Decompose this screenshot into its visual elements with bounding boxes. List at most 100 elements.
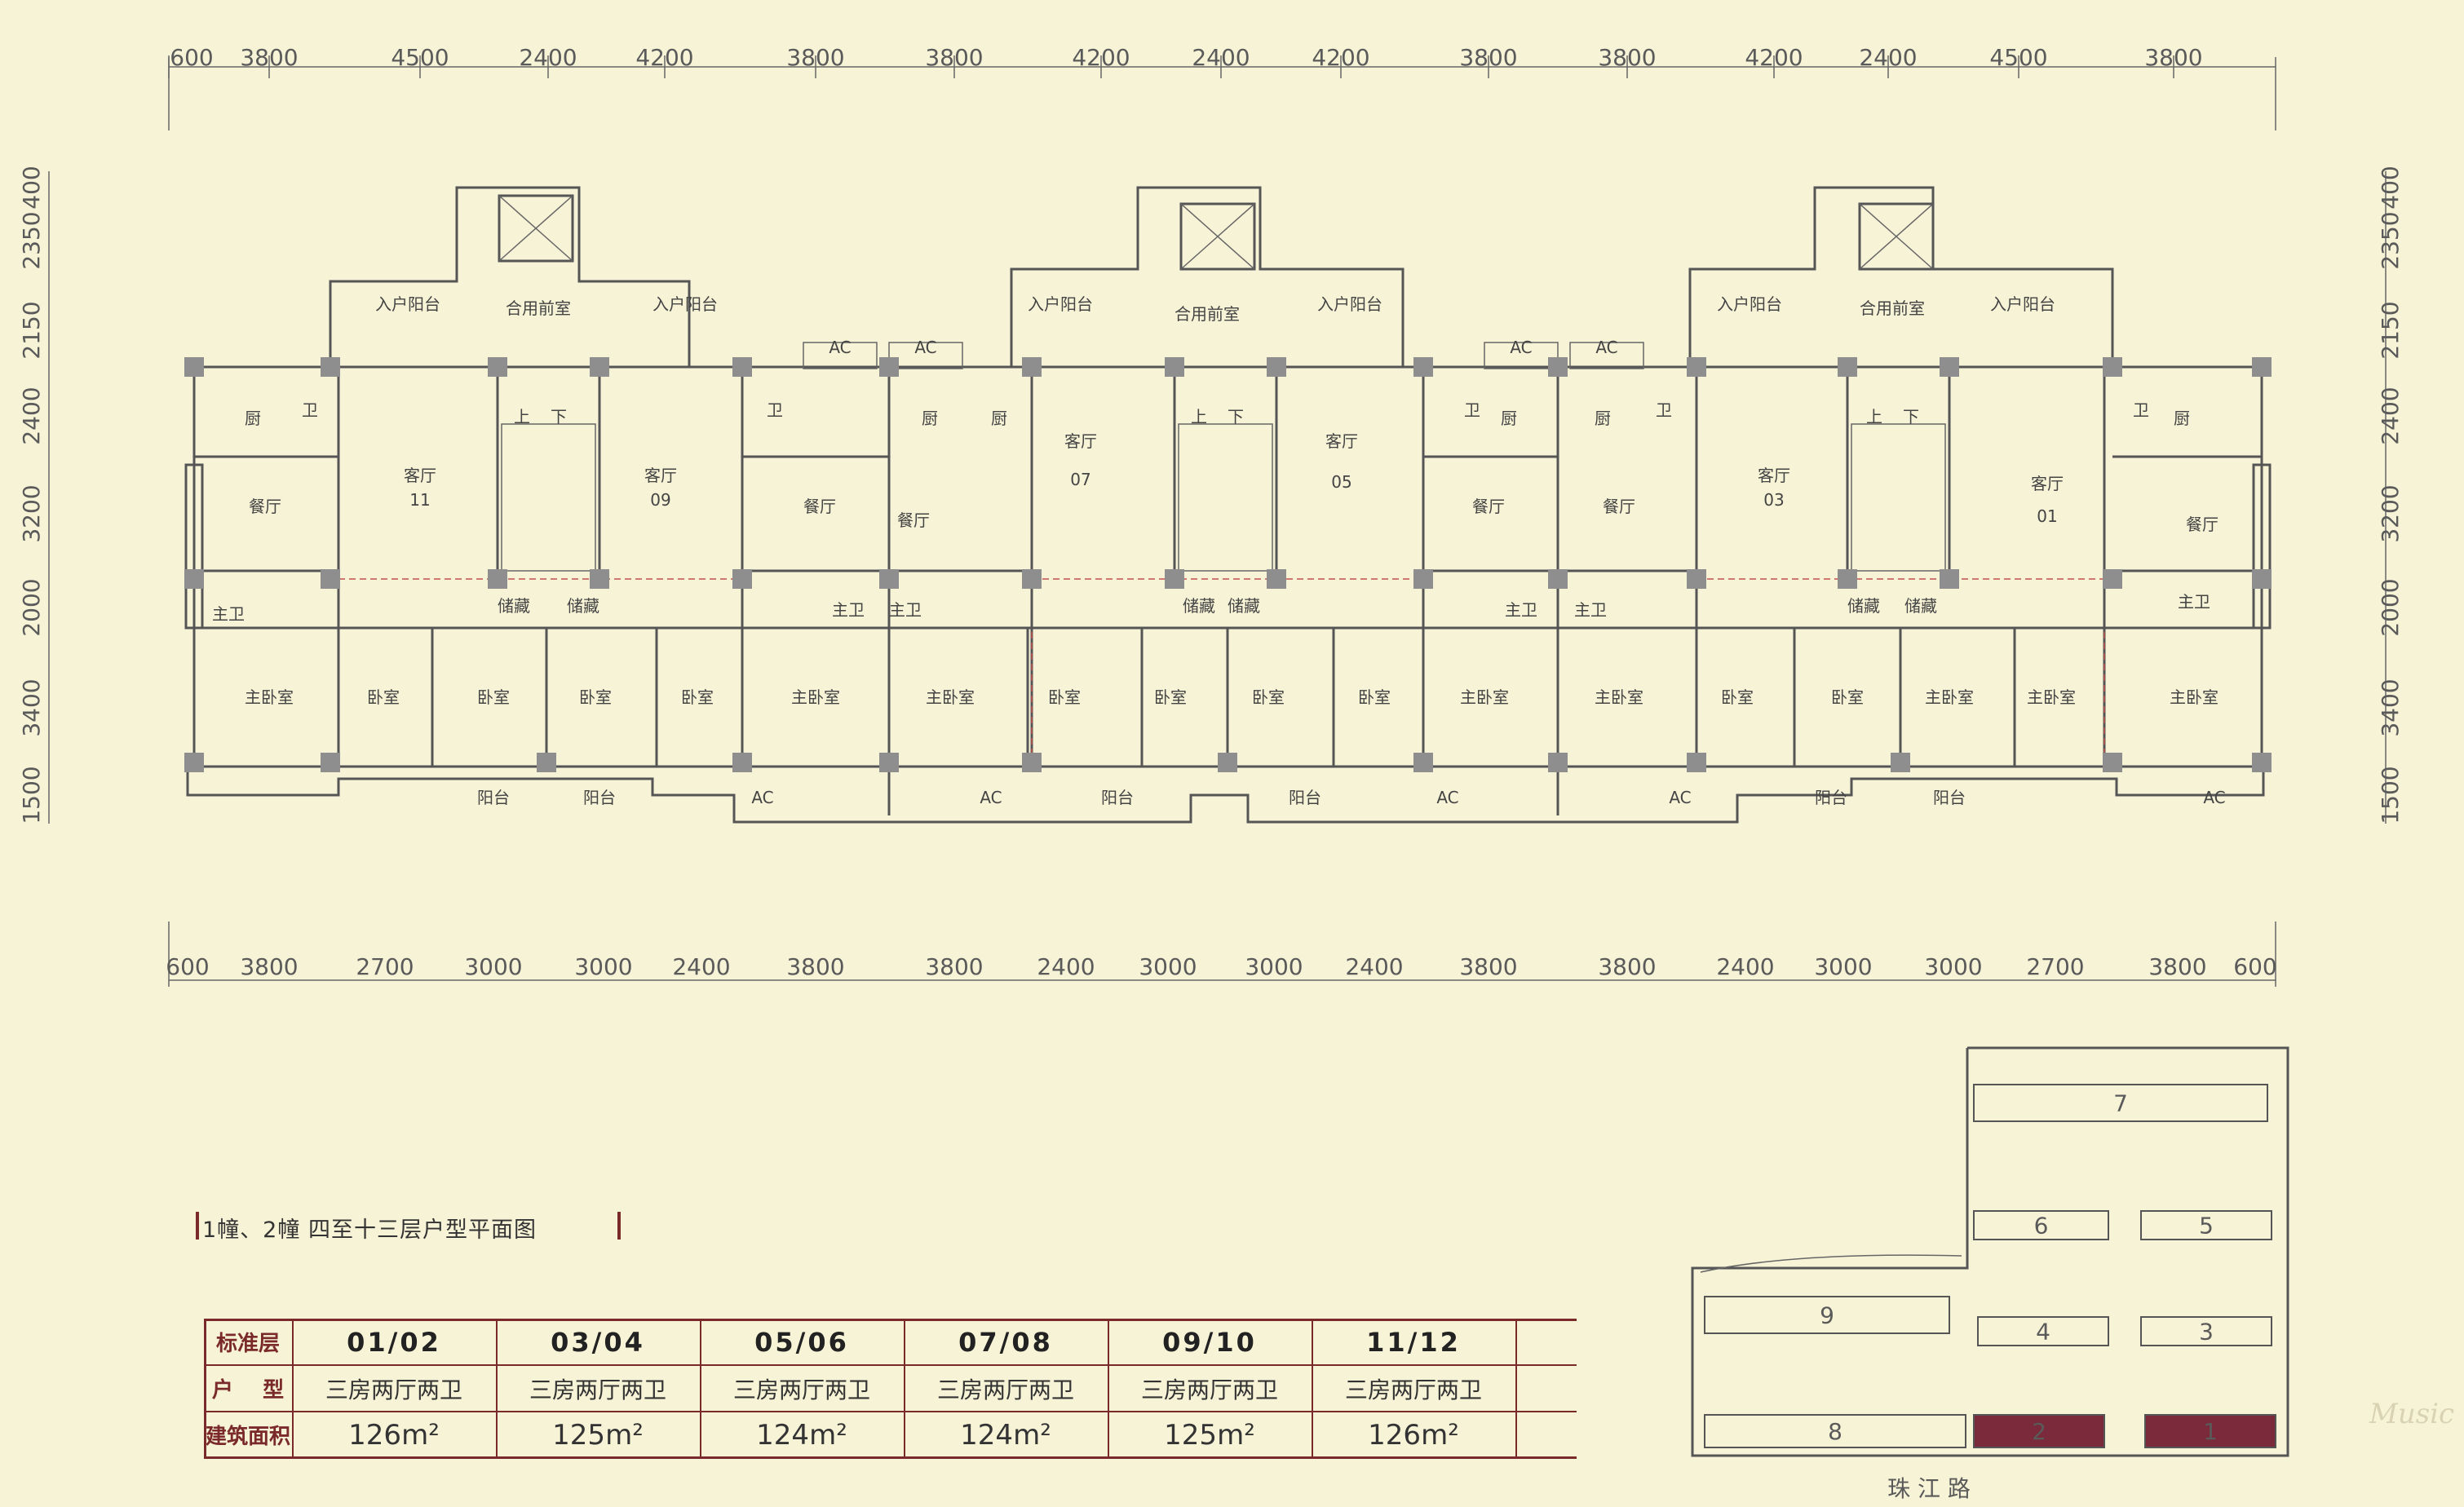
unit-table: 标准层 01/02 03/04 05/06 07/08 09/10 11/12 … bbox=[204, 1319, 1577, 1459]
table-row-type: 户 型 三房两厅两卫 三房两厅两卫 三房两厅两卫 三房两厅两卫 三房两厅两卫 三… bbox=[204, 1365, 1515, 1412]
stair-up-label: 上 bbox=[514, 407, 530, 426]
column bbox=[1838, 357, 1857, 377]
column bbox=[2103, 357, 2122, 377]
column bbox=[1838, 569, 1857, 589]
room-label: 储藏 bbox=[567, 596, 599, 616]
room-label: 餐厅 bbox=[1603, 497, 1635, 516]
site-building bbox=[1973, 1084, 2268, 1122]
room-label: 入户阳台 bbox=[1028, 294, 1093, 314]
dimension-label: 3000 bbox=[1924, 953, 1982, 980]
room-label: 餐厅 bbox=[803, 497, 836, 516]
structural-columns bbox=[184, 357, 2272, 772]
room-label: 主卧室 bbox=[2170, 687, 2218, 707]
table-row-floor: 标准层 01/02 03/04 05/06 07/08 09/10 11/12 bbox=[204, 1319, 1515, 1365]
room-label: 合用前室 bbox=[1860, 298, 1925, 318]
room-label: 入户阳台 bbox=[1717, 294, 1782, 314]
room-label: 客厅 bbox=[1064, 431, 1097, 451]
ac-label: AC bbox=[2203, 788, 2225, 807]
unit-code: 11/12 bbox=[1366, 1326, 1461, 1358]
column bbox=[488, 357, 507, 377]
room-label: 储藏 bbox=[498, 596, 530, 616]
dimension-label: 2400 bbox=[1037, 953, 1095, 980]
site-building bbox=[1704, 1296, 1950, 1334]
unit-area: 124m² bbox=[960, 1418, 1051, 1452]
dimension-label: 2000 bbox=[2377, 578, 2404, 636]
site-building bbox=[2140, 1316, 2272, 1346]
site-building-number: 1 bbox=[2203, 1418, 2218, 1445]
stair-up-label: 上 bbox=[1191, 407, 1207, 426]
dimension-label: 2700 bbox=[356, 953, 414, 980]
ac-label: AC bbox=[914, 338, 936, 357]
dimension-label: 3800 bbox=[1598, 953, 1656, 980]
dimension-label: 1500 bbox=[2377, 766, 2404, 824]
ac-label: AC bbox=[1669, 788, 1691, 807]
room-label: 卫 bbox=[1656, 400, 1672, 420]
site-building bbox=[1704, 1414, 1966, 1448]
dimension-label: 2350 bbox=[18, 211, 45, 269]
ac-label: AC bbox=[1436, 788, 1458, 807]
site-building-number: 6 bbox=[2034, 1213, 2049, 1240]
column bbox=[1413, 569, 1433, 589]
dimension-label: 3400 bbox=[2377, 678, 2404, 736]
stair-down-label: 下 bbox=[1903, 407, 1919, 426]
room-label: 主卧室 bbox=[1460, 687, 1509, 707]
unit-type: 三房两厅两卫 bbox=[732, 1376, 870, 1403]
unit-type: 三房两厅两卫 bbox=[1140, 1376, 1278, 1403]
unit-type: 三房两厅两卫 bbox=[936, 1376, 1074, 1403]
room-labels: 入户阳台合用前室入户阳台入户阳台合用前室入户阳台入户阳台合用前室入户阳台厨卫厨卫… bbox=[212, 294, 2226, 807]
column bbox=[1687, 753, 1706, 772]
column bbox=[1548, 357, 1568, 377]
dimension-label: 400 bbox=[2377, 166, 2404, 209]
dimension-label: 3000 bbox=[1245, 953, 1303, 980]
column bbox=[1022, 357, 1042, 377]
title-bar-left bbox=[196, 1212, 199, 1240]
room-label: 阳台 bbox=[1933, 788, 1966, 807]
column bbox=[321, 753, 340, 772]
stair-up-label: 上 bbox=[1866, 407, 1882, 426]
column bbox=[1165, 569, 1184, 589]
room-label: 卧室 bbox=[1721, 687, 1754, 707]
dimension-label: 3800 bbox=[786, 953, 844, 980]
column bbox=[1548, 753, 1568, 772]
site-building-number: 5 bbox=[2199, 1213, 2214, 1240]
room-label: 卧室 bbox=[1252, 687, 1285, 707]
room-label: 客厅 bbox=[1758, 466, 1790, 485]
room-label: 入户阳台 bbox=[1990, 294, 2055, 314]
dimension-label: 2700 bbox=[2026, 953, 2084, 980]
site-building bbox=[1977, 1316, 2109, 1346]
column bbox=[732, 357, 752, 377]
unit-number: 05 bbox=[1331, 472, 1351, 492]
column bbox=[321, 357, 340, 377]
unit-code: 09/10 bbox=[1162, 1326, 1257, 1358]
watermark: Music G bbox=[2369, 1398, 2464, 1430]
column bbox=[321, 569, 340, 589]
unit-area: 124m² bbox=[756, 1418, 847, 1452]
room-label: 厨 bbox=[1595, 409, 1611, 428]
column bbox=[1413, 357, 1433, 377]
dimension-label: 3000 bbox=[1139, 953, 1197, 980]
dimension-label: 2150 bbox=[18, 301, 45, 359]
room-label: 主卧室 bbox=[1925, 687, 1974, 707]
column bbox=[1413, 753, 1433, 772]
column bbox=[1267, 569, 1286, 589]
room-label: 合用前室 bbox=[506, 298, 571, 318]
column bbox=[1687, 357, 1706, 377]
room-label: 主卫 bbox=[832, 600, 865, 620]
unit-code: 07/08 bbox=[958, 1326, 1053, 1358]
room-label: 厨 bbox=[922, 409, 938, 428]
unit-type: 三房两厅两卫 bbox=[529, 1376, 666, 1403]
unit-area: 126m² bbox=[1368, 1418, 1459, 1452]
room-label: 储藏 bbox=[1183, 596, 1215, 616]
stair-down-label: 下 bbox=[1228, 407, 1244, 426]
room-label: 入户阳台 bbox=[652, 294, 718, 314]
column bbox=[2252, 357, 2272, 377]
room-label: 餐厅 bbox=[249, 497, 281, 516]
column bbox=[1940, 569, 1959, 589]
site-building bbox=[2140, 1210, 2272, 1240]
dimension-label: 1500 bbox=[18, 766, 45, 824]
room-label: 储藏 bbox=[1847, 596, 1880, 616]
unit-area: 125m² bbox=[1164, 1418, 1255, 1452]
dimension-label: 3800 bbox=[1459, 953, 1517, 980]
